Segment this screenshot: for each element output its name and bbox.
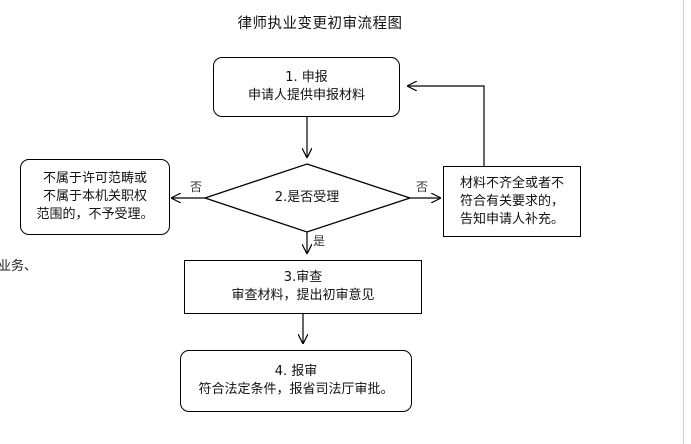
- node-supplement-line1: 材料不齐全或者不: [459, 175, 564, 191]
- node-submit-desc: 符合法定条件，报省司法厅审批。: [198, 382, 394, 397]
- node-apply: 1. 申报 申请人提供申报材料: [213, 57, 400, 117]
- node-supplement: 材料不齐全或者不 符合有关要求的， 告知申请人补充。: [443, 166, 581, 237]
- node-submit: 4. 报审 符合法定条件，报省司法厅审批。: [180, 350, 412, 412]
- node-reject-line1: 不属于许可范畴或: [42, 171, 147, 186]
- page-edge-divider: [683, 0, 684, 444]
- page-title: 律师执业变更初审流程图: [237, 16, 403, 32]
- edge-label-no-right: 否: [416, 180, 429, 194]
- node-supplement-line2: 符合有关要求的，: [459, 193, 564, 209]
- node-supplement-line3: 告知申请人补充。: [459, 211, 564, 227]
- node-review: 3.审查 审查材料，提出初审意见: [184, 260, 422, 314]
- edge-label-yes: 是: [313, 234, 326, 248]
- node-reject-line3: 范围的，不予受理。: [36, 207, 154, 222]
- node-reject-line2: 不属于本机关职权: [42, 189, 147, 204]
- arrow-supplement-to-apply: [408, 86, 485, 166]
- node-reject: 不属于许可范畴或 不属于本机关职权 范围的，不予受理。: [20, 159, 170, 235]
- node-apply-desc: 申请人提供申报材料: [247, 88, 365, 103]
- node-review-desc: 审查材料，提出初审意见: [231, 288, 375, 303]
- node-apply-title: 1. 申报: [285, 70, 328, 85]
- node-decision-label: 2.是否受理: [274, 190, 340, 205]
- cropped-text-fragment: 业务、: [0, 259, 38, 274]
- edge-label-no-left: 否: [190, 180, 203, 194]
- node-review-title: 3.审查: [283, 270, 323, 285]
- node-submit-title: 4. 报审: [274, 364, 318, 379]
